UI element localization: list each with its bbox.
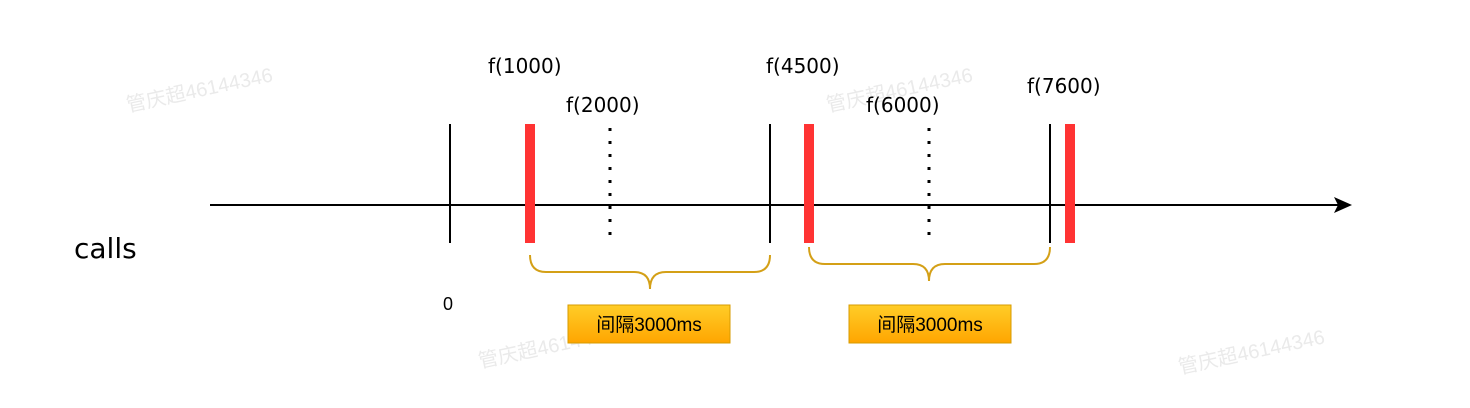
call-marker-f4500 [804, 124, 814, 243]
call-label-f2000: f(2000) [566, 93, 640, 117]
interval-box-2: 间隔3000ms [848, 304, 1012, 344]
zero-label: 0 [443, 294, 453, 314]
axis-arrowhead [1334, 197, 1352, 213]
call-label-f6000: f(6000) [866, 93, 940, 117]
watermark: 管庆超46144346 [1176, 325, 1327, 378]
row-label: calls [74, 232, 137, 265]
call-label-f7600: f(7600) [1027, 74, 1101, 98]
interval-brace-2 [808, 246, 1051, 282]
interval-label-2: 间隔3000ms [877, 314, 983, 336]
call-label-f4500: f(4500) [766, 54, 840, 78]
call-marker-f7600 [1065, 124, 1075, 243]
call-marker-f1000 [525, 124, 535, 243]
interval-label-1: 间隔3000ms [596, 314, 702, 336]
call-label-f1000: f(1000) [488, 54, 562, 78]
watermark: 管庆超46144346 [124, 63, 275, 116]
interval-brace-1 [529, 254, 771, 290]
interval-box-1: 间隔3000ms [567, 304, 731, 344]
